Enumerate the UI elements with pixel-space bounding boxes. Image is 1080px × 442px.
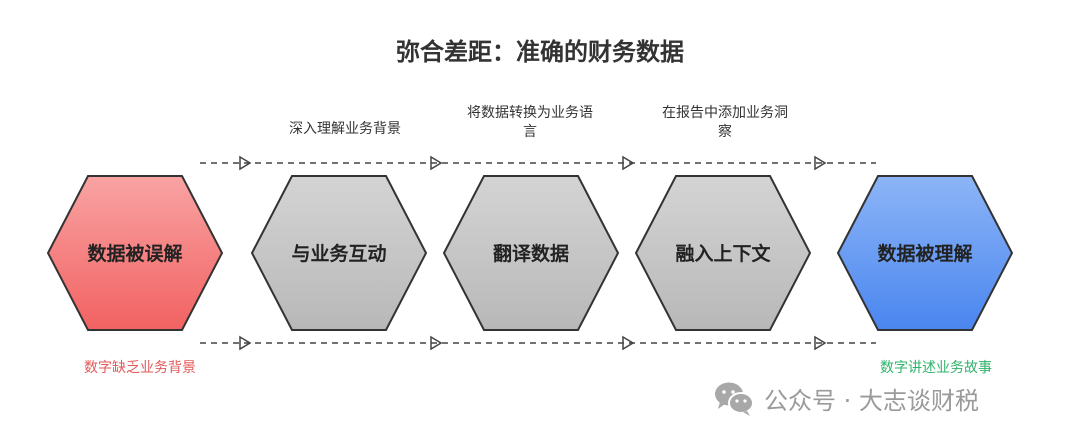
arrow-head-icon	[430, 155, 443, 171]
watermark: 公众号 · 大志谈财税	[712, 378, 979, 418]
arrow-head-icon	[239, 155, 252, 171]
hexagon-add-context: 融入上下文	[634, 175, 812, 331]
step-label-line: 将数据转换为业务语	[467, 105, 593, 121]
arrow-head-icon	[239, 335, 252, 351]
arrow-head-icon	[814, 155, 827, 171]
step-label-line: 深入理解业务背景	[289, 121, 401, 137]
hexagon-label: 数据被误解	[87, 242, 182, 265]
wechat-icon	[715, 382, 754, 416]
hexagon-label: 翻译数据	[493, 242, 569, 265]
hexagon-data-misunderstood: 数据被误解	[46, 175, 224, 331]
hexagon-label: 与业务互动	[291, 242, 386, 265]
step-label-line: 言	[523, 124, 537, 140]
hexagon-label: 融入上下文	[675, 242, 771, 265]
caption-left: 数字缺乏业务背景	[84, 360, 196, 376]
hexagon-shape	[442, 175, 620, 331]
step-label-line: 在报告中添加业务洞	[662, 105, 788, 121]
hexagon-label: 数据被理解	[877, 242, 972, 265]
arrow-head-icon	[622, 335, 635, 351]
arrow-head-icon	[622, 155, 635, 171]
hexagon-data-understood: 数据被理解	[836, 175, 1014, 331]
step-label-add-insight: 在报告中添加业务洞 察	[645, 104, 805, 142]
caption-right: 数字讲述业务故事	[880, 360, 992, 376]
hexagon-shape	[836, 175, 1014, 331]
hexagon-shape	[46, 175, 224, 331]
diagram-title: 弥合差距：准确的财务数据	[396, 38, 684, 66]
step-label-translate-language: 将数据转换为业务语 言	[450, 104, 610, 142]
step-label-line: 察	[718, 124, 732, 140]
step-label-understand-context: 深入理解业务背景	[265, 120, 425, 139]
hexagon-engage-business: 与业务互动	[250, 175, 428, 331]
watermark-text: 公众号 · 大志谈财税	[764, 386, 979, 415]
hexagon-translate-data: 翻译数据	[442, 175, 620, 331]
arrow-head-icon	[814, 335, 827, 351]
arrow-head-icon	[430, 335, 443, 351]
hexagon-shape	[634, 175, 812, 331]
hexagon-shape	[250, 175, 428, 331]
